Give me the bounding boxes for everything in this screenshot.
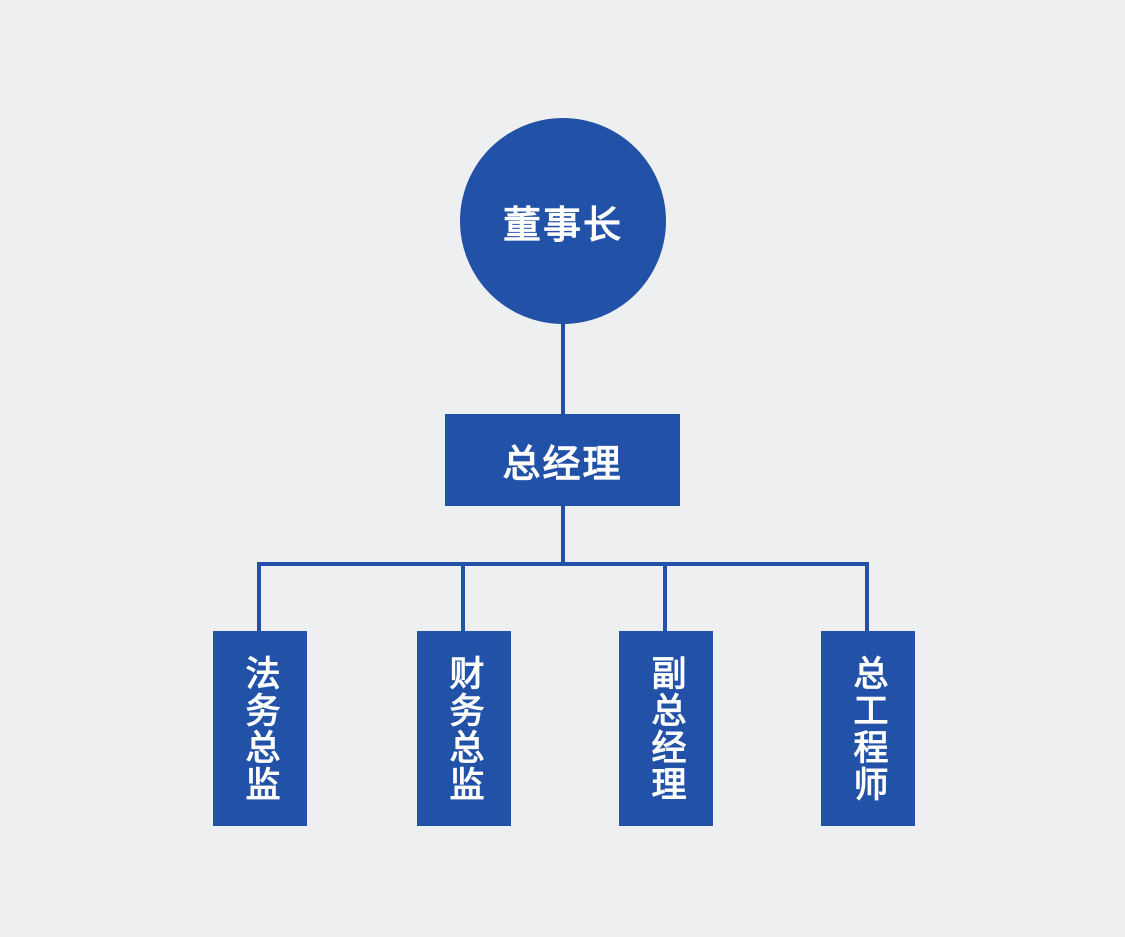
- connector-horizontal-bus: [257, 562, 869, 566]
- org-node-general-manager-label: 总经理: [502, 443, 623, 486]
- org-node-legal-director-label: 法务总监: [240, 654, 280, 803]
- connector-chairman-to-gm: [561, 323, 565, 416]
- org-node-finance-director-label: 财务总监: [444, 654, 484, 803]
- connector-drop-legal-director: [257, 562, 261, 632]
- org-node-finance-director: 财务总监: [417, 631, 511, 826]
- connector-drop-chief-engineer: [865, 562, 869, 632]
- org-node-deputy-general-manager-label: 副总经理: [646, 654, 686, 803]
- org-node-chairman: 董事长: [460, 118, 666, 324]
- connector-gm-to-bus: [561, 505, 565, 564]
- connector-drop-finance-director: [461, 562, 465, 632]
- org-node-legal-director: 法务总监: [213, 631, 307, 826]
- org-node-chief-engineer-label: 总工程师: [848, 654, 888, 803]
- org-node-general-manager: 总经理: [445, 414, 680, 506]
- org-node-chairman-label: 董事长: [502, 204, 623, 247]
- connector-drop-deputy-gm: [663, 562, 667, 632]
- org-node-chief-engineer: 总工程师: [821, 631, 915, 826]
- org-node-deputy-general-manager: 副总经理: [619, 631, 713, 826]
